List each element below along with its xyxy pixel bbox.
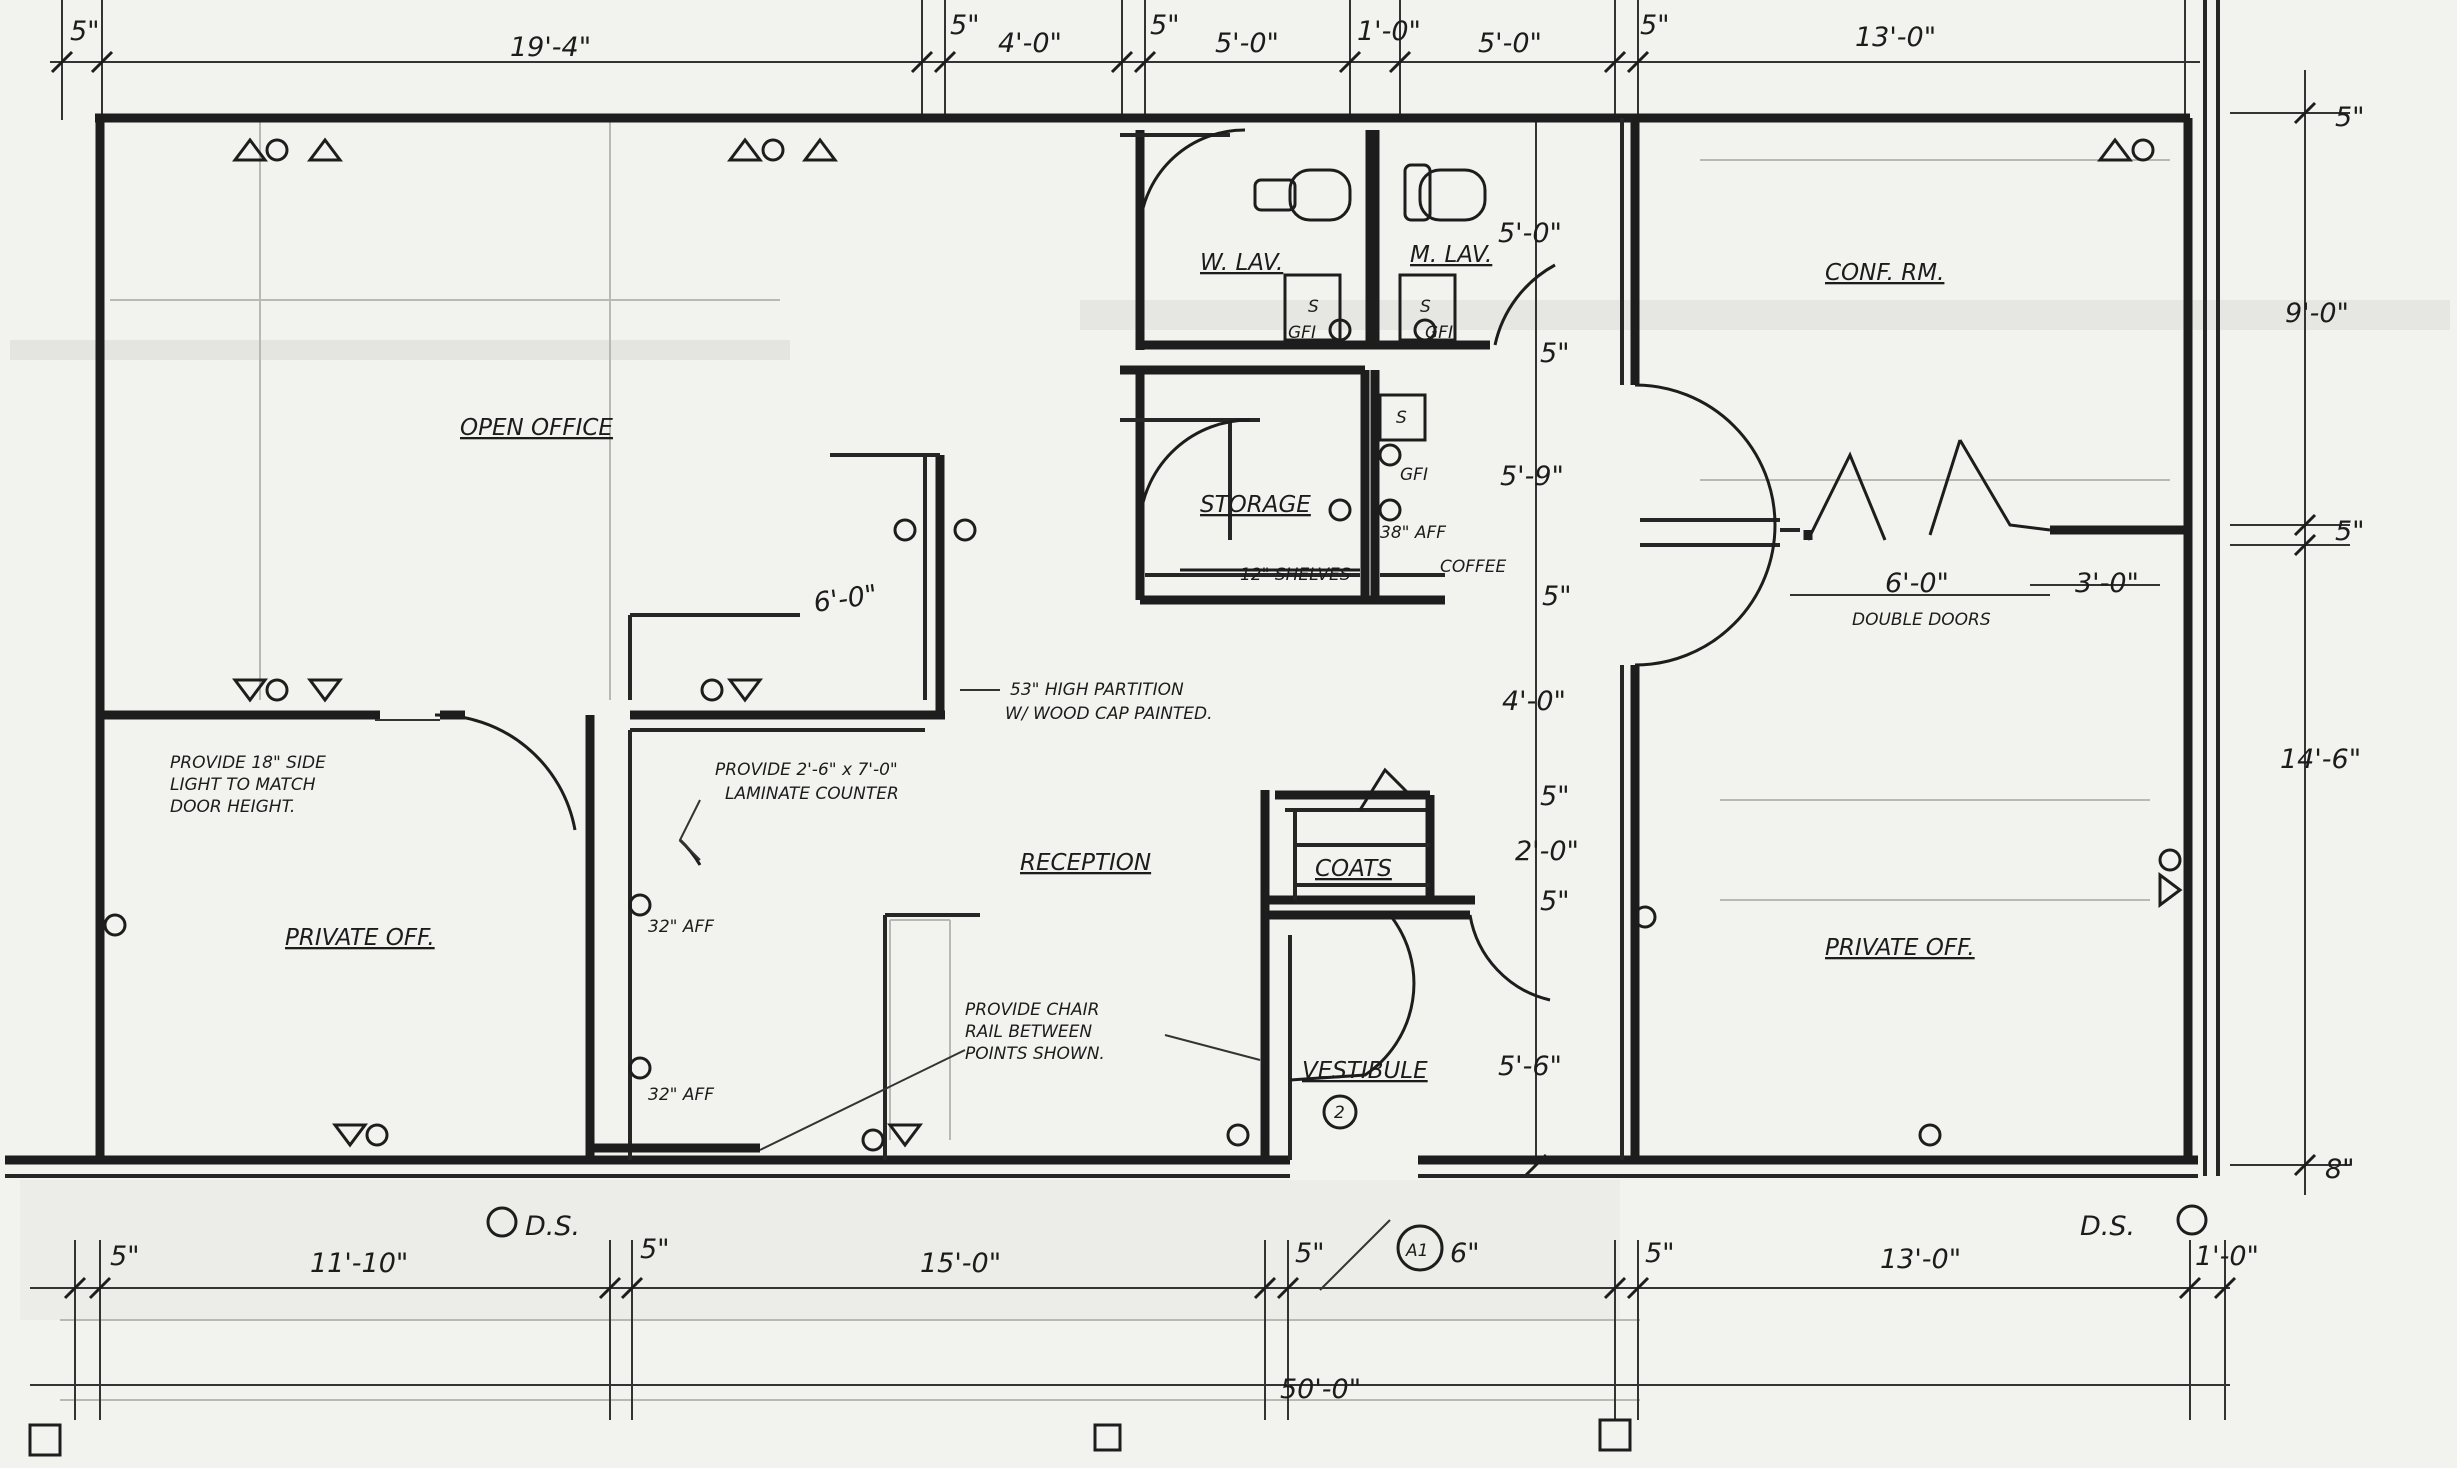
mark-section-a1: A1 <box>1405 1241 1428 1261</box>
note-double-doors: DOUBLE DOORS <box>1852 610 1991 630</box>
note-chair-rail: PROVIDE CHAIR RAIL BETWEEN POINTS SHOWN. <box>965 1000 1105 1064</box>
note-side-light: PROVIDE 18" SIDE LIGHT TO MATCH DOOR HEI… <box>170 753 331 817</box>
dim-right-3: 14'-6" <box>2280 744 2361 775</box>
doors <box>434 128 2051 1082</box>
dim-top-7: 5'-0" <box>1478 28 1542 59</box>
dim-int-10: 6'-0" <box>1885 568 1949 599</box>
dim-right-0: 5" <box>2335 102 2365 133</box>
dim-top-4: 5" <box>1150 10 1180 41</box>
room-m-lav: M. LAV. <box>1410 242 1492 268</box>
note-chair-rail-line-3: POINTS SHOWN. <box>965 1044 1105 1064</box>
downspout-left: D.S. <box>525 1211 580 1242</box>
note-laminate-counter-line-1: PROVIDE 2'-6" x 7'-0" <box>715 760 898 780</box>
dim-bottom-0: 5" <box>110 1241 140 1272</box>
dim-top-3: 4'-0" <box>998 28 1062 59</box>
room-reception: RECEPTION <box>1020 850 1151 876</box>
marks: D.S. D.S. GFI GFI GFI S S S A1 2 <box>525 297 2135 1261</box>
dim-int-6: 2'-0" <box>1515 836 1579 867</box>
dim-top-9: 13'-0" <box>1855 22 1936 53</box>
dim-bottom-1: 11'-10" <box>310 1248 408 1279</box>
dim-int-8: 5'-6" <box>1498 1051 1562 1082</box>
dim-int-0: 5'-0" <box>1498 218 1562 249</box>
room-conf-rm: CONF. RM. <box>1825 260 1944 286</box>
fixtures <box>1180 163 1487 572</box>
dim-top-1: 19'-4" <box>510 32 591 63</box>
dim-top-6: 1'-0" <box>1357 16 1421 47</box>
note-aff-lower: 32" AFF <box>648 1085 714 1105</box>
top-dimension-labels: 5" 19'-4" 5" 4'-0" 5" 5'-0" 1'-0" 5'-0" … <box>70 10 1936 63</box>
room-w-lav: W. LAV. <box>1200 250 1283 276</box>
room-vestibule: VESTIBULE <box>1302 1058 1428 1084</box>
dim-right-2: 5" <box>2335 516 2365 547</box>
note-coffee: COFFEE <box>1440 557 1507 577</box>
note-side-light-line-2: LIGHT TO MATCH <box>170 775 316 795</box>
dimension-lines <box>30 0 2350 1420</box>
leader-lines <box>375 689 1391 1291</box>
note-high-partition-line-2: W/ WOOD CAP PAINTED. <box>1005 704 1213 724</box>
dim-top-5: 5'-0" <box>1215 28 1279 59</box>
dim-bottom-4: 5" <box>1295 1238 1325 1269</box>
mark-vestibule-tag: 2 <box>1334 1103 1345 1123</box>
dim-int-4: 4'-0" <box>1502 686 1566 717</box>
note-laminate-counter-line-2: LAMINATE COUNTER <box>725 784 899 804</box>
room-labels: OPEN OFFICE W. LAV. M. LAV. CONF. RM. ST… <box>285 242 1975 1084</box>
dim-bottom-3: 15'-0" <box>920 1248 1001 1279</box>
walls <box>5 0 2220 1178</box>
dim-top-8: 5" <box>1640 10 1670 41</box>
dim-overall: 50'-0" <box>1280 1374 1361 1405</box>
note-aff-upper: 32" AFF <box>648 917 714 937</box>
dim-int-3: 5" <box>1542 581 1572 612</box>
electrical-symbols <box>28 137 2208 1457</box>
dim-bottom-8: 1'-0" <box>2195 1241 2259 1272</box>
dim-int-1: 5" <box>1540 338 1570 369</box>
dim-top-2: 5" <box>950 10 980 41</box>
note-aff-storage: 38" AFF <box>1380 523 1446 543</box>
mark-s-storage: S <box>1396 408 1407 428</box>
room-coats: COATS <box>1315 856 1392 882</box>
right-dimension-labels: 5" 9'-0" 5" 14'-6" 8" <box>2280 102 2365 1185</box>
dim-int-5: 5" <box>1540 781 1570 812</box>
dim-top-0: 5" <box>70 16 100 47</box>
mark-gfi-mlav: GFI <box>1425 323 1453 343</box>
room-private-off-left: PRIVATE OFF. <box>285 925 435 951</box>
mark-s-mlav: S <box>1420 297 1431 317</box>
interior-dimension-labels: 5'-0" 5" 5'-9" 5" 4'-0" 5" 2'-0" 5" 5'-6… <box>812 218 2139 1082</box>
note-high-partition-line-1: 53" HIGH PARTITION <box>1010 680 1184 700</box>
mark-gfi-wlav: GFI <box>1288 323 1316 343</box>
note-side-light-line-1: PROVIDE 18" SIDE <box>170 753 326 773</box>
dim-int-2: 5'-9" <box>1500 461 1564 492</box>
mark-gfi-storage: GFI <box>1400 465 1428 485</box>
notes: PROVIDE 18" SIDE LIGHT TO MATCH DOOR HEI… <box>170 523 1991 1105</box>
dim-bottom-5: 6" <box>1450 1238 1480 1269</box>
dim-bottom-2: 5" <box>640 1234 670 1265</box>
note-laminate-counter: PROVIDE 2'-6" x 7'-0" LAMINATE COUNTER <box>715 760 903 804</box>
dim-right-1: 9'-0" <box>2285 298 2349 329</box>
note-chair-rail-line-1: PROVIDE CHAIR <box>965 1000 1099 1020</box>
mark-s-wlav: S <box>1308 297 1319 317</box>
room-private-off-right: PRIVATE OFF. <box>1825 935 1975 961</box>
note-side-light-line-3: DOOR HEIGHT. <box>170 797 295 817</box>
room-open-office: OPEN OFFICE <box>460 415 613 441</box>
downspout-right: D.S. <box>2080 1211 2135 1242</box>
note-shelves: 12" SHELVES <box>1240 565 1351 585</box>
dim-bottom-7: 13'-0" <box>1880 1244 1961 1275</box>
dim-bottom-6: 5" <box>1645 1238 1675 1269</box>
note-chair-rail-line-2: RAIL BETWEEN <box>965 1022 1092 1042</box>
bottom-dimension-labels: 5" 11'-10" 5" 15'-0" 5" 6" 5" 13'-0" 1'-… <box>110 1234 2259 1405</box>
dim-right-4: 8" <box>2325 1154 2355 1185</box>
room-storage: STORAGE <box>1200 492 1311 518</box>
dim-int-11: 3'-0" <box>2075 568 2139 599</box>
dim-int-7: 5" <box>1540 886 1570 917</box>
note-high-partition: 53" HIGH PARTITION W/ WOOD CAP PAINTED. <box>1005 680 1213 724</box>
